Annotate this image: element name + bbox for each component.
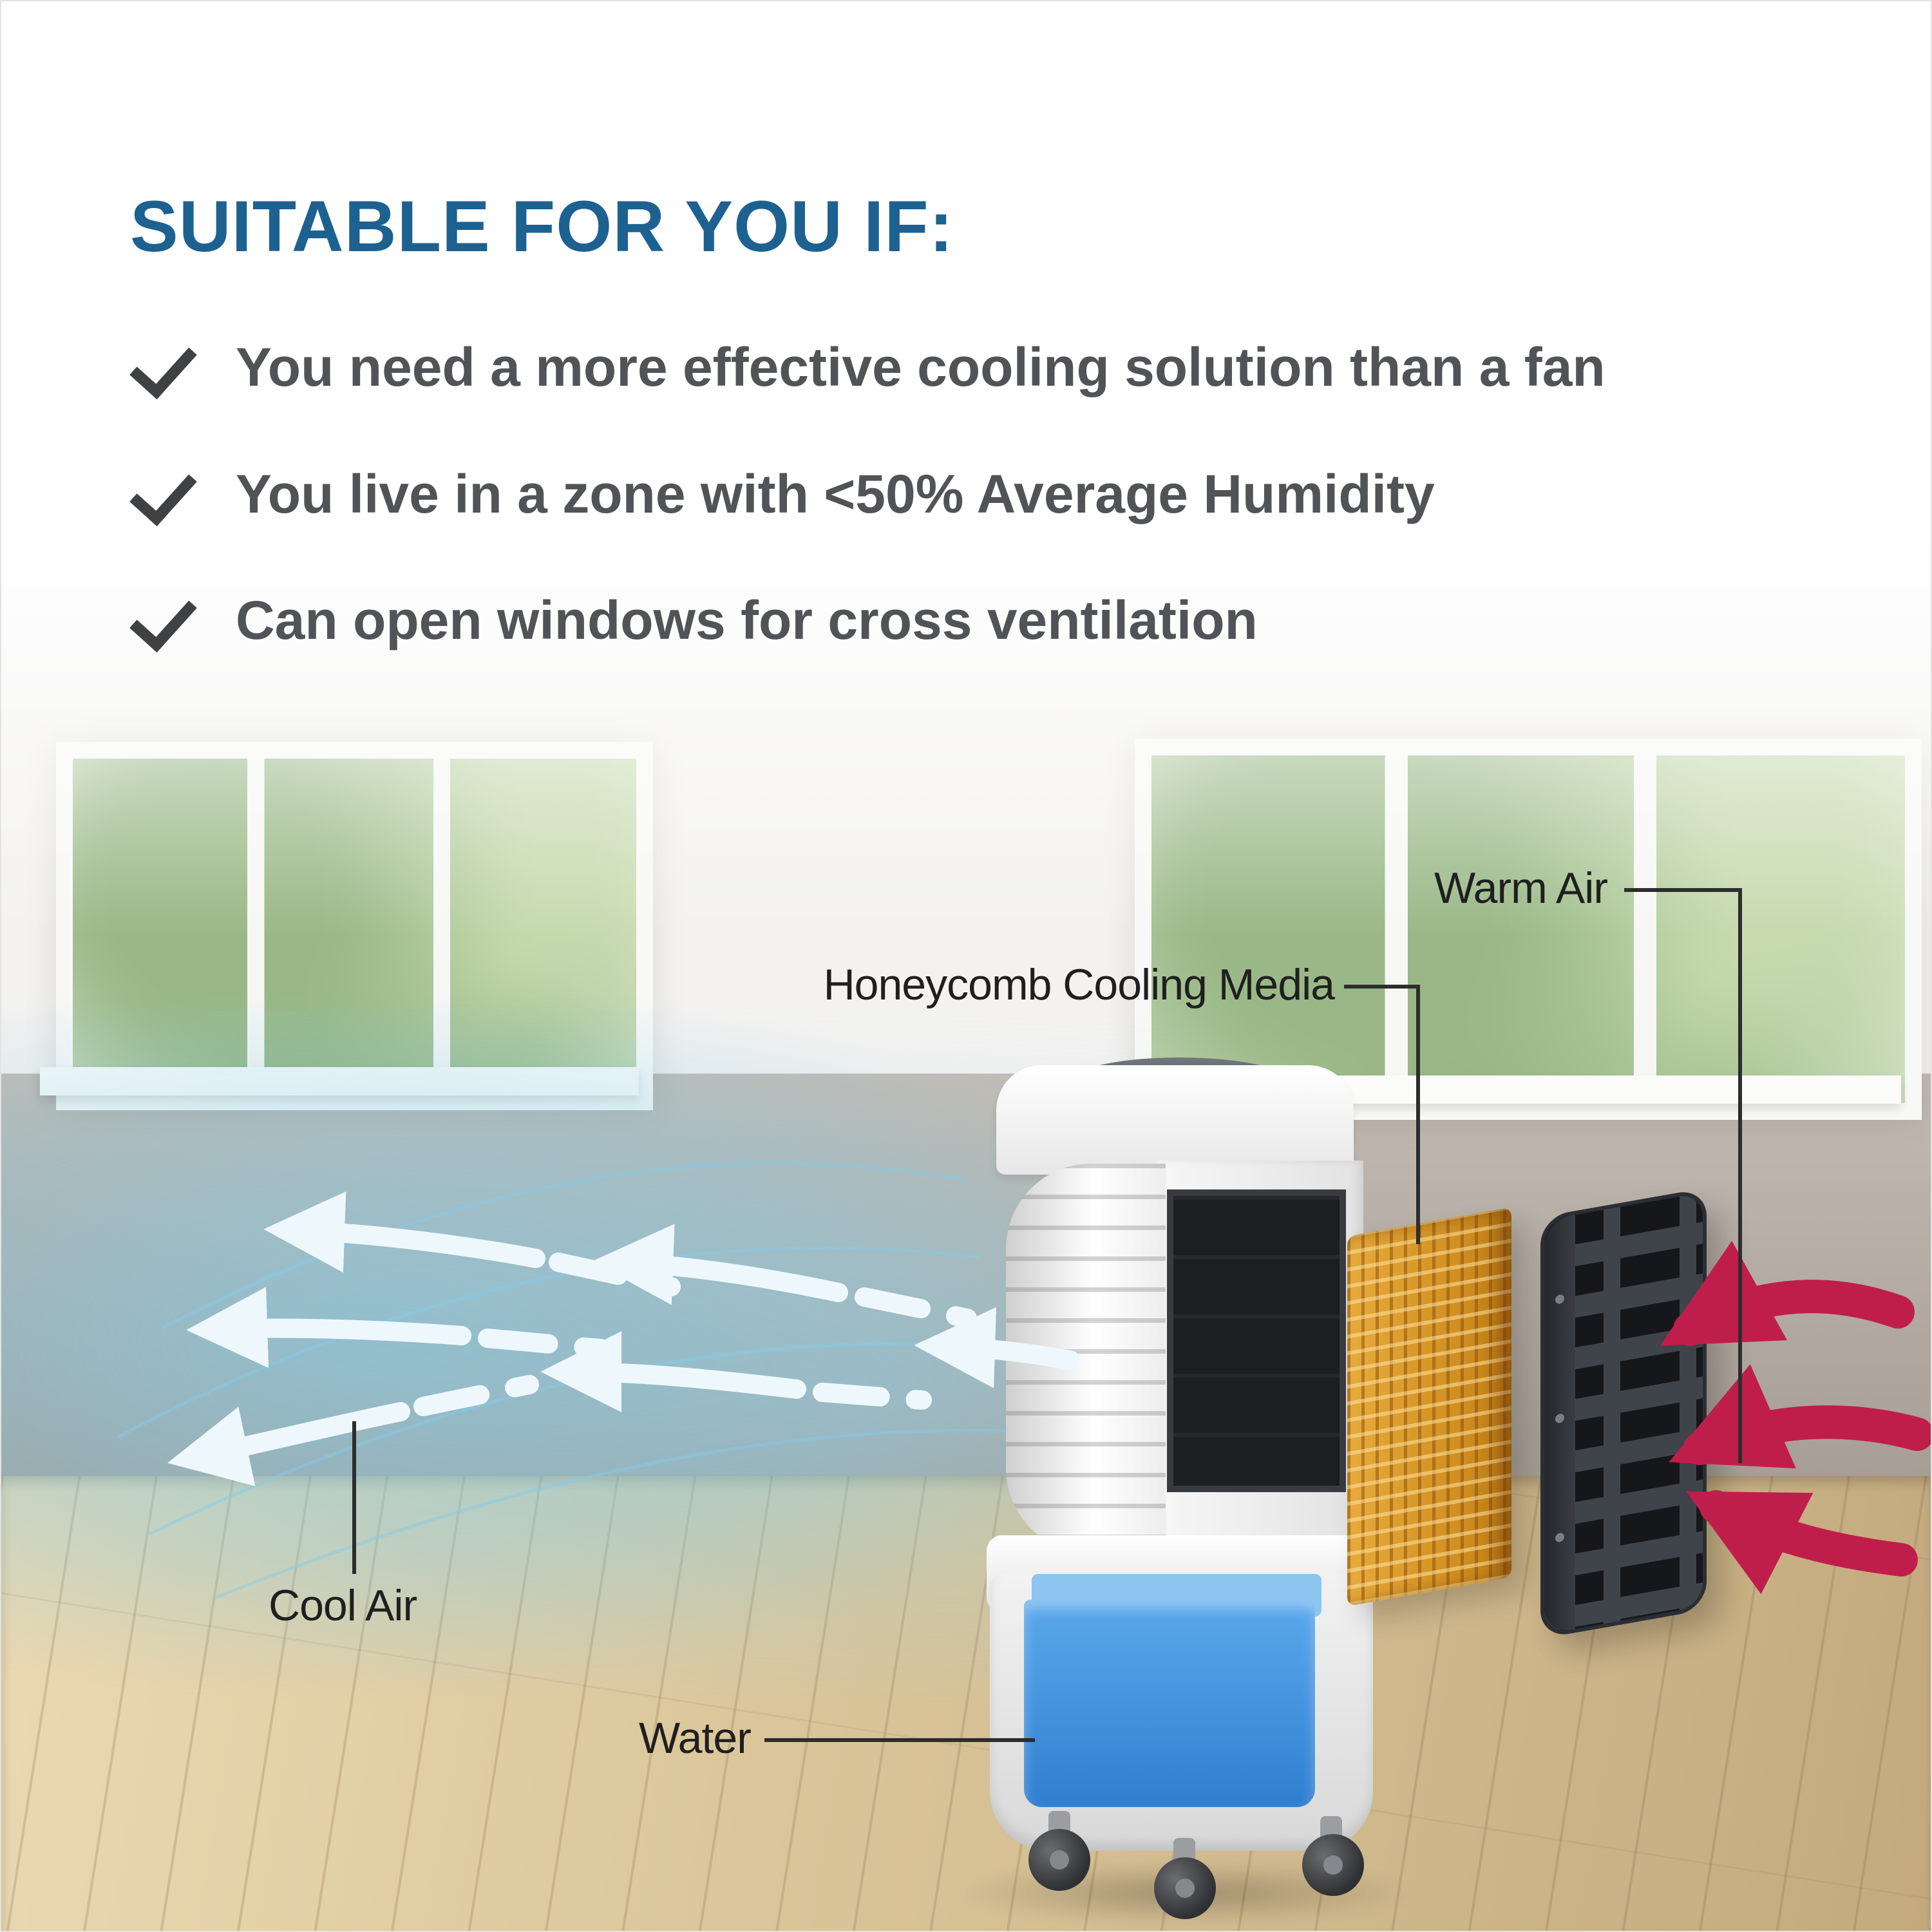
- water-label: Water: [639, 1714, 752, 1763]
- grille-edge-strip: [1544, 1215, 1575, 1634]
- checklist-item: You need a more effective cooling soluti…: [129, 330, 1605, 400]
- rear-grille-panel: [1540, 1188, 1707, 1639]
- checklist-item: Can open windows for cross ventilation: [129, 583, 1605, 653]
- checklist-item-label: You live in a zone with <50% Average Hum…: [236, 463, 1435, 524]
- cooler-top-cap: [996, 1065, 1354, 1175]
- checklist-item: You live in a zone with <50% Average Hum…: [129, 457, 1605, 526]
- page-title: SUITABLE FOR YOU IF:: [130, 186, 954, 267]
- check-icon: [129, 583, 197, 653]
- cooler-back-opening: [1167, 1189, 1346, 1492]
- cooler-front-louvers: [1006, 1164, 1166, 1553]
- check-icon: [129, 330, 197, 400]
- checklist: You need a more effective cooling soluti…: [129, 330, 1605, 716]
- water-tank: [1024, 1600, 1315, 1807]
- air-cooler-product: [954, 1057, 1418, 1924]
- checklist-item-label: You need a more effective cooling soluti…: [236, 337, 1605, 397]
- caster-wheel: [1028, 1829, 1090, 1891]
- cool-air-label: Cool Air: [269, 1581, 417, 1630]
- check-icon: [129, 457, 197, 526]
- caster-wheel: [1154, 1857, 1216, 1919]
- header: SUITABLE FOR YOU IF:: [130, 185, 954, 268]
- window-right-glass: [1151, 755, 1905, 1103]
- warm-air-label: Warm Air: [1434, 864, 1608, 913]
- honeycomb-cooling-media: [1347, 1207, 1511, 1607]
- checklist-item-label: Can open windows for cross ventilation: [236, 590, 1258, 651]
- honeycomb-label: Honeycomb Cooling Media: [823, 960, 1335, 1009]
- caster-wheel: [1302, 1834, 1364, 1896]
